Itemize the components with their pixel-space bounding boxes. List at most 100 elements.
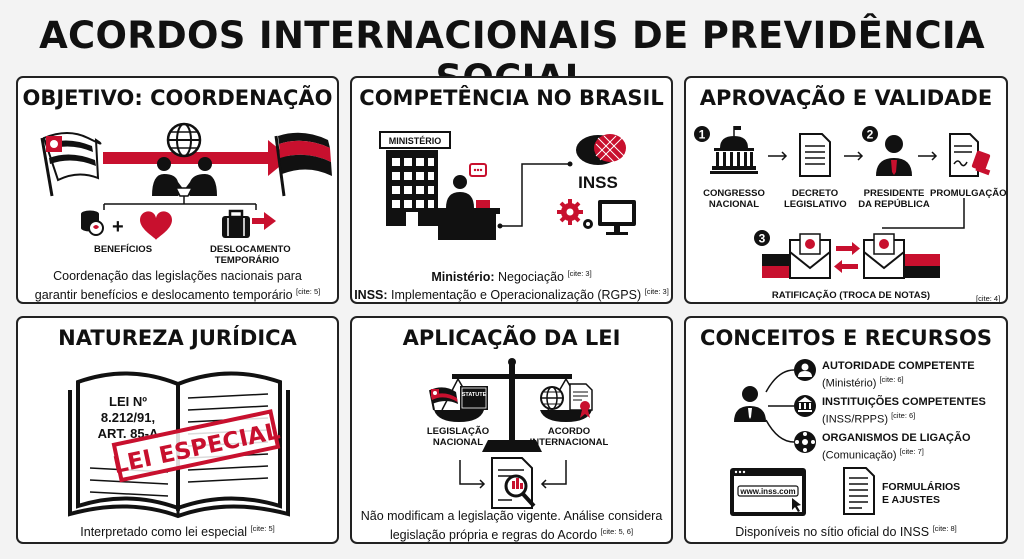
concept-item-organismos: ORGANISMOS DE LIGAÇÃO (Comunicação) [cite… — [822, 432, 1006, 463]
approval-flow-illustration: 1 2 3 — [694, 126, 991, 279]
citation: [cite: 6] — [891, 411, 916, 420]
aplicacao-caption-line1: Não modificam a legislação vigente. Anál… — [360, 509, 663, 523]
citation: [cite: 3] — [567, 269, 592, 278]
ministerio-text: Negociação — [494, 270, 565, 285]
label-legislacao-nacional: LEGISLAÇÃO NACIONAL — [426, 426, 490, 448]
caption-text: Disponíveis no sítio oficial do INSS — [735, 525, 930, 540]
step-badge — [754, 230, 770, 246]
decree-document-icon — [799, 133, 831, 177]
institution-icon — [794, 395, 816, 417]
natureza-caption: Interpretado como lei especial [cite: 5] — [18, 521, 337, 540]
panel-aplicacao: APLICAÇÃO DA LEI STATUTE — [350, 316, 673, 544]
book-line2: 8.212/91, — [101, 410, 155, 425]
caption-text: Interpretado como lei especial — [80, 525, 248, 540]
panel-heading: NATUREZA JURÍDICA — [58, 326, 297, 350]
panel-aprovacao: APROVAÇÃO E VALIDADE 1 2 3 — [684, 76, 1008, 304]
suitcase-icon — [222, 209, 276, 238]
objetivo-caption-line1: Coordenação das legislações nacionais pa… — [53, 269, 302, 283]
panel-heading: COMPETÊNCIA NO BRASIL — [359, 86, 664, 110]
aplicacao-caption-line2: legislação própria e regras do Acordo [c… — [352, 524, 671, 543]
book-line1: LEI Nº — [109, 394, 147, 409]
gears-icon — [557, 199, 593, 229]
globe-icon — [540, 386, 564, 410]
label-ratificacao: RATIFICAÇÃO (TROCA DE NOTAS) — [771, 290, 931, 301]
statute-text: STATUTE — [462, 392, 487, 398]
ministry-building-icon — [379, 131, 451, 226]
forms-icon — [843, 467, 875, 515]
citation: [cite: 5] — [296, 287, 321, 296]
caption-text: garantir benefícios e deslocamento tempo… — [34, 288, 293, 303]
label-presidente: PRESIDENTE DA REPÚBLICA — [858, 188, 930, 210]
item-sub: (INSS/RPPS) — [822, 413, 889, 426]
label-acordo-internacional: ACORDO INTERNACIONAL — [529, 426, 609, 448]
agreement-certificate-icon — [569, 383, 593, 418]
step-number: 2 — [867, 128, 874, 142]
competencia-line2: INSS: Implementação e Operacionalização … — [352, 284, 671, 303]
step-badge — [694, 126, 710, 142]
inss-logo-text: INSS — [578, 173, 618, 192]
person-icon — [734, 386, 766, 422]
document-analysis-icon — [491, 457, 536, 509]
competencia-illustration: MINISTÉRIO INSS — [379, 131, 636, 240]
label-beneficios: BENEFÍCIOS — [93, 244, 153, 255]
conceitos-caption: Disponíveis no sítio oficial do INSS [ci… — [686, 521, 1006, 540]
concept-item-autoridade: AUTORIDADE COMPETENTE (Ministério) [cite:… — [822, 360, 1002, 391]
plus-sign: + — [112, 216, 124, 238]
inss-logo-icon — [576, 134, 626, 165]
url-text: www.inss.com — [739, 487, 795, 496]
national-flag-icon — [429, 387, 458, 411]
open-book-illustration: LEI Nº 8.212/91, ART. 85-A LEI ESPECIAL — [68, 371, 290, 519]
item-sub: (Ministério) — [822, 377, 877, 390]
step-badge — [862, 126, 878, 142]
monitor-icon — [598, 200, 636, 235]
congress-building-icon — [710, 126, 758, 174]
panel-natureza: NATUREZA JURÍDICA LEI Nº 8.212/91, ART. … — [16, 316, 339, 544]
aprovacao-citation: [cite: 4] — [976, 294, 1001, 303]
step-number: 1 — [699, 128, 706, 142]
panel-heading: APROVAÇÃO E VALIDADE — [699, 86, 993, 110]
citation: [cite: 6] — [879, 375, 904, 384]
citation: [cite: 5, 6] — [600, 527, 634, 536]
objetivo-caption-line2: garantir benefícios e deslocamento tempo… — [18, 284, 337, 303]
panel-competencia: COMPETÊNCIA NO BRASIL MINISTÉRIO — [350, 76, 673, 304]
envelope-right-icon — [863, 233, 905, 279]
ministry-sign: MINISTÉRIO — [389, 136, 442, 146]
statute-book-icon — [460, 386, 488, 410]
envelope-left-icon — [789, 233, 831, 279]
official-at-desk-icon — [434, 163, 500, 240]
formularios-label: FORMULÁRIOS E AJUSTES — [882, 481, 961, 506]
label-decreto: DECRETO LEGISLATIVO — [784, 188, 847, 210]
label-promulgacao: PROMULGAÇÃO — [930, 188, 1007, 199]
network-icon — [794, 431, 816, 453]
heart-icon — [140, 211, 172, 240]
globe-handshake-icon — [152, 122, 217, 197]
item-title: ORGANISMOS DE LIGAÇÃO — [822, 432, 971, 444]
panel-objetivo: OBJETIVO: COORDENAÇÃO — [16, 76, 339, 304]
president-icon — [876, 135, 912, 176]
citation: [cite: 3] — [644, 287, 669, 296]
competencia-line1: Ministério: Negociação [cite: 3] — [352, 266, 671, 285]
browser-window-icon — [730, 468, 806, 516]
panel-heading: CONCEITOS E RECURSOS — [700, 326, 992, 350]
panel-heading: APLICAÇÃO DA LEI — [402, 326, 621, 350]
flag-origin-icon — [40, 132, 102, 197]
ministerio-label: Ministério: — [431, 270, 495, 285]
label-deslocamento: DESLOCAMENTO TEMPORÁRIO — [210, 244, 291, 266]
label-congresso: CONGRESSO NACIONAL — [703, 188, 765, 210]
inss-text: Implementação e Operacionalização (RGPS) — [387, 288, 642, 303]
authority-icon — [794, 359, 816, 381]
exchange-arrows-icon — [834, 242, 860, 273]
item-title: AUTORIDADE COMPETENTE — [822, 360, 975, 372]
panel-conceitos: CONCEITOS E RECURSOS — [684, 316, 1008, 544]
concepts-illustration: www.inss.com — [730, 359, 875, 516]
citation: [cite: 5] — [250, 524, 275, 533]
caption-text: legislação própria e regras do Acordo — [389, 528, 598, 543]
flag-destination-icon — [274, 132, 332, 197]
coordination-illustration: + — [40, 122, 332, 240]
concept-item-instituicoes: INSTITUIÇÕES COMPETENTES (INSS/RPPS) [cit… — [822, 396, 1006, 427]
item-title: INSTITUIÇÕES COMPETENTES — [822, 396, 986, 408]
scales-illustration: STATUTE — [429, 358, 593, 509]
citation: [cite: 7] — [899, 447, 924, 456]
item-sub: (Comunicação) — [822, 449, 897, 462]
coins-icon — [81, 210, 104, 236]
